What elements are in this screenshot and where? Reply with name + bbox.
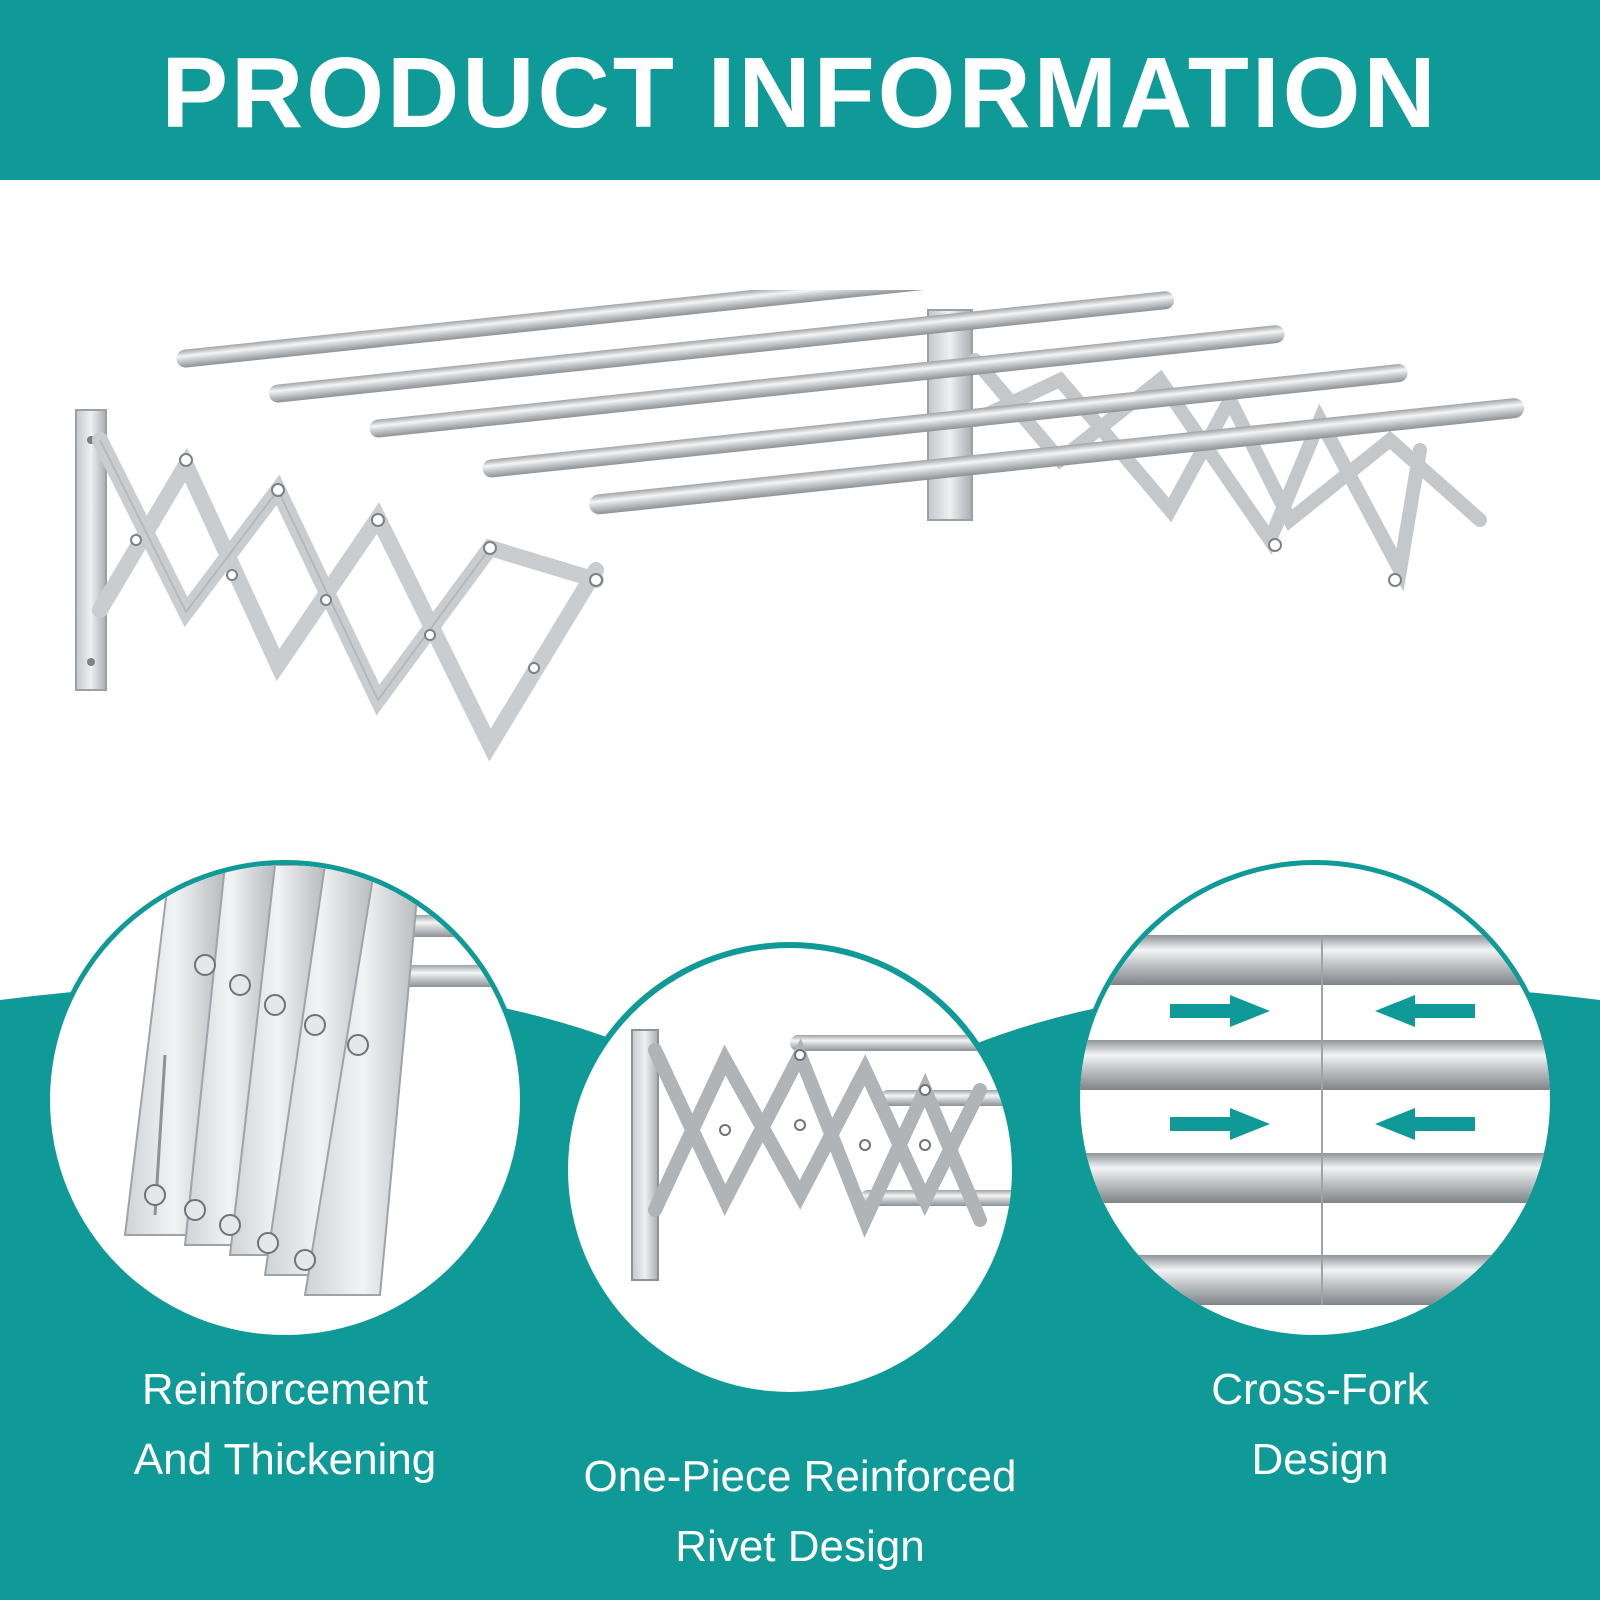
drying-rack-product-image — [75, 290, 1525, 762]
caption-line: One-Piece Reinforced — [583, 1452, 1017, 1501]
caption-line: And Thickening — [133, 1435, 437, 1484]
caption-line: Design — [1251, 1435, 1389, 1484]
caption-line: Rivet Design — [675, 1522, 925, 1571]
rivet-design-detail-image — [562, 942, 1018, 1398]
caption-line: Cross-Fork — [1211, 1365, 1429, 1414]
header-banner: PRODUCT INFORMATION — [0, 0, 1600, 180]
caption-line: Reinforcement — [141, 1365, 429, 1414]
feature-caption-reinforcement: Reinforcement And Thickening — [70, 1355, 500, 1495]
arrow-icons — [1170, 995, 1475, 1140]
reinforcement-detail-image — [45, 860, 525, 1340]
cross-fork-detail-image — [1075, 860, 1555, 1340]
page-title: PRODUCT INFORMATION — [161, 36, 1439, 149]
feature-caption-rivet: One-Piece Reinforced Rivet Design — [530, 1442, 1070, 1582]
feature-caption-cross-fork: Cross-Fork Design — [1100, 1355, 1540, 1495]
